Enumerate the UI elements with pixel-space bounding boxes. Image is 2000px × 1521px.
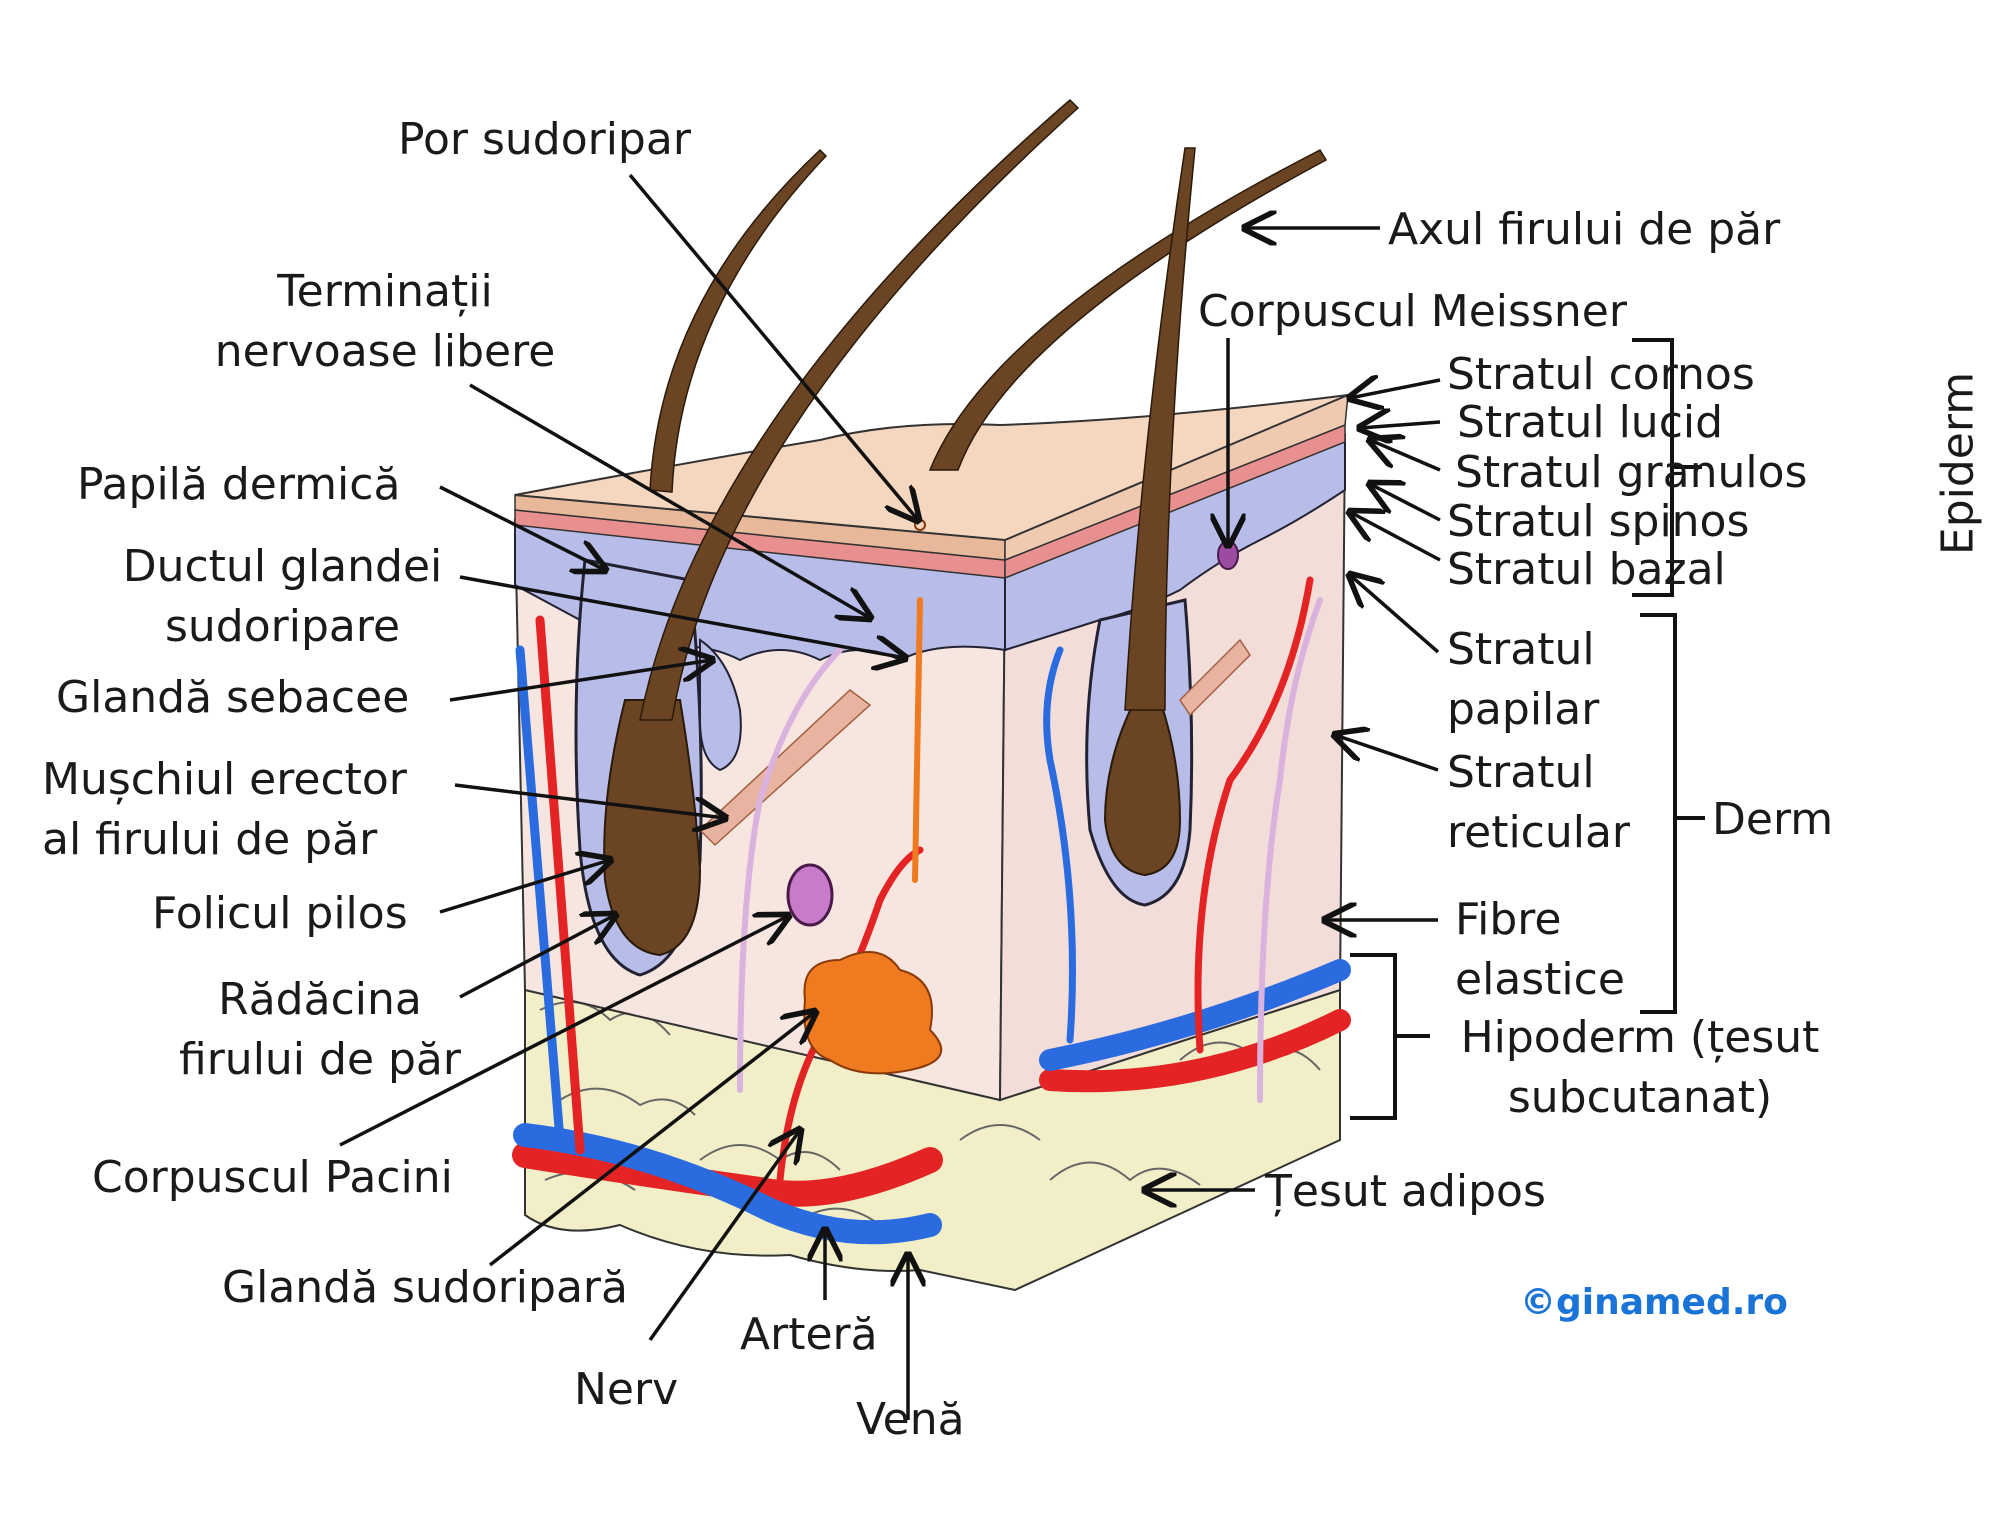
nerve-vessel: [912, 597, 923, 883]
label-por-sudoripar: Por sudoripar: [398, 114, 691, 165]
label-hipoderm: Hipoderm (țesut subcutanat): [1440, 1008, 1840, 1128]
vein-main: [513, 1123, 942, 1245]
hair-shaft-3: [928, 149, 1328, 471]
label-reticular-line2: reticular: [1447, 807, 1631, 858]
lymph-vessel-right: [1257, 597, 1323, 1103]
leader-lines: [339, 173, 1441, 1420]
label-reticular-line1: Stratul: [1447, 747, 1595, 798]
sweat-pore: [914, 519, 926, 531]
label-axul-firului: Axul firului de păr: [1388, 204, 1781, 255]
label-stratul-reticular: Stratul reticular: [1447, 743, 1630, 863]
label-stratul-papilar: Stratul papilar: [1447, 620, 1599, 740]
label-folicul-pilos: Folicul pilos: [152, 888, 408, 939]
label-stratul-cornos: Stratul cornos: [1447, 349, 1755, 400]
lymph-vessel: [737, 647, 843, 1093]
label-fibre-line1: Fibre: [1455, 894, 1562, 945]
label-papilar-line2: papilar: [1447, 684, 1600, 735]
label-fibre-line2: elastice: [1455, 954, 1625, 1005]
label-artera: Arteră: [740, 1309, 878, 1360]
label-stratul-spinos: Stratul spinos: [1447, 496, 1750, 547]
label-papila-dermica: Papilă dermică: [77, 459, 401, 510]
artery-main: [512, 1142, 943, 1207]
label-tesut-adipos: Țesut adipos: [1265, 1166, 1546, 1217]
label-terminatii: Terminații nervoase libere: [190, 262, 580, 382]
artery-right: [1039, 1009, 1351, 1093]
label-ductul-line1: Ductul glandei: [122, 541, 443, 592]
label-glanda-sudoripara: Glandă sudoripară: [222, 1262, 628, 1313]
erector-muscle-right: [1179, 638, 1251, 717]
watermark: ©ginamed.ro: [1520, 1282, 1788, 1323]
hipoderm-bracket: [1350, 953, 1430, 1120]
label-corpuscul-meissner: Corpuscul Meissner: [1198, 286, 1627, 337]
vein-branch-1: [515, 645, 565, 1145]
meissner-corpuscle: [1217, 540, 1239, 570]
blood-vessels: [512, 576, 1351, 1245]
sweat-gland: [803, 951, 943, 1075]
label-muschiul-line2: al firului de păr: [42, 814, 378, 865]
hair-bulb-left: [603, 699, 702, 957]
label-vena: Venă: [856, 1394, 965, 1445]
label-epiderm: Epiderm: [1932, 371, 1984, 556]
hair-shaft-1: [649, 148, 828, 493]
label-stratul-granulos: Stratul granulos: [1455, 447, 1808, 498]
artery-branch-1: [535, 615, 585, 1155]
label-radacina-line1: Rădăcina: [218, 974, 422, 1025]
label-stratul-lucid: Stratul lucid: [1457, 397, 1724, 448]
artery-right-branch: [1194, 576, 1314, 1054]
label-muschiul-line1: Mușchiul erector: [42, 754, 407, 805]
epiderm-bracket: [1632, 338, 1702, 597]
label-nerv: Nerv: [574, 1364, 679, 1415]
label-radacina-line2: firului de păr: [179, 1034, 461, 1085]
label-muschiul-erector: Mușchiul erector al firului de păr: [42, 750, 407, 870]
label-hipoderm-line1: Hipoderm (țesut: [1460, 1012, 1820, 1063]
label-glanda-sebacee: Glandă sebacee: [56, 672, 410, 723]
label-hipoderm-line2: subcutanat): [1507, 1072, 1773, 1123]
label-fibre-elastice: Fibre elastice: [1455, 890, 1625, 1010]
label-derm: Derm: [1712, 794, 1834, 845]
label-corpuscul-pacini: Corpuscul Pacini: [92, 1152, 453, 1203]
label-ductul-line2: sudoripare: [164, 601, 401, 652]
brackets: [1350, 338, 1705, 1120]
label-papilar-line1: Stratul: [1447, 624, 1595, 675]
pacini-corpuscle: [786, 863, 834, 927]
hair-bulb-right: [1103, 699, 1182, 877]
label-terminatii-line1: Terminații: [277, 266, 493, 317]
erector-muscle: [698, 689, 872, 847]
label-radacina: Rădăcina firului de păr: [160, 970, 480, 1090]
vein-right-branch: [1043, 646, 1076, 1044]
derm-bracket: [1640, 613, 1705, 1014]
label-terminatii-line2: nervoase libere: [214, 326, 556, 377]
hair-shaft-4: [1124, 147, 1196, 711]
label-ductul-glandei: Ductul glandei sudoripare: [110, 537, 455, 657]
label-stratul-bazal: Stratul bazal: [1447, 544, 1726, 595]
